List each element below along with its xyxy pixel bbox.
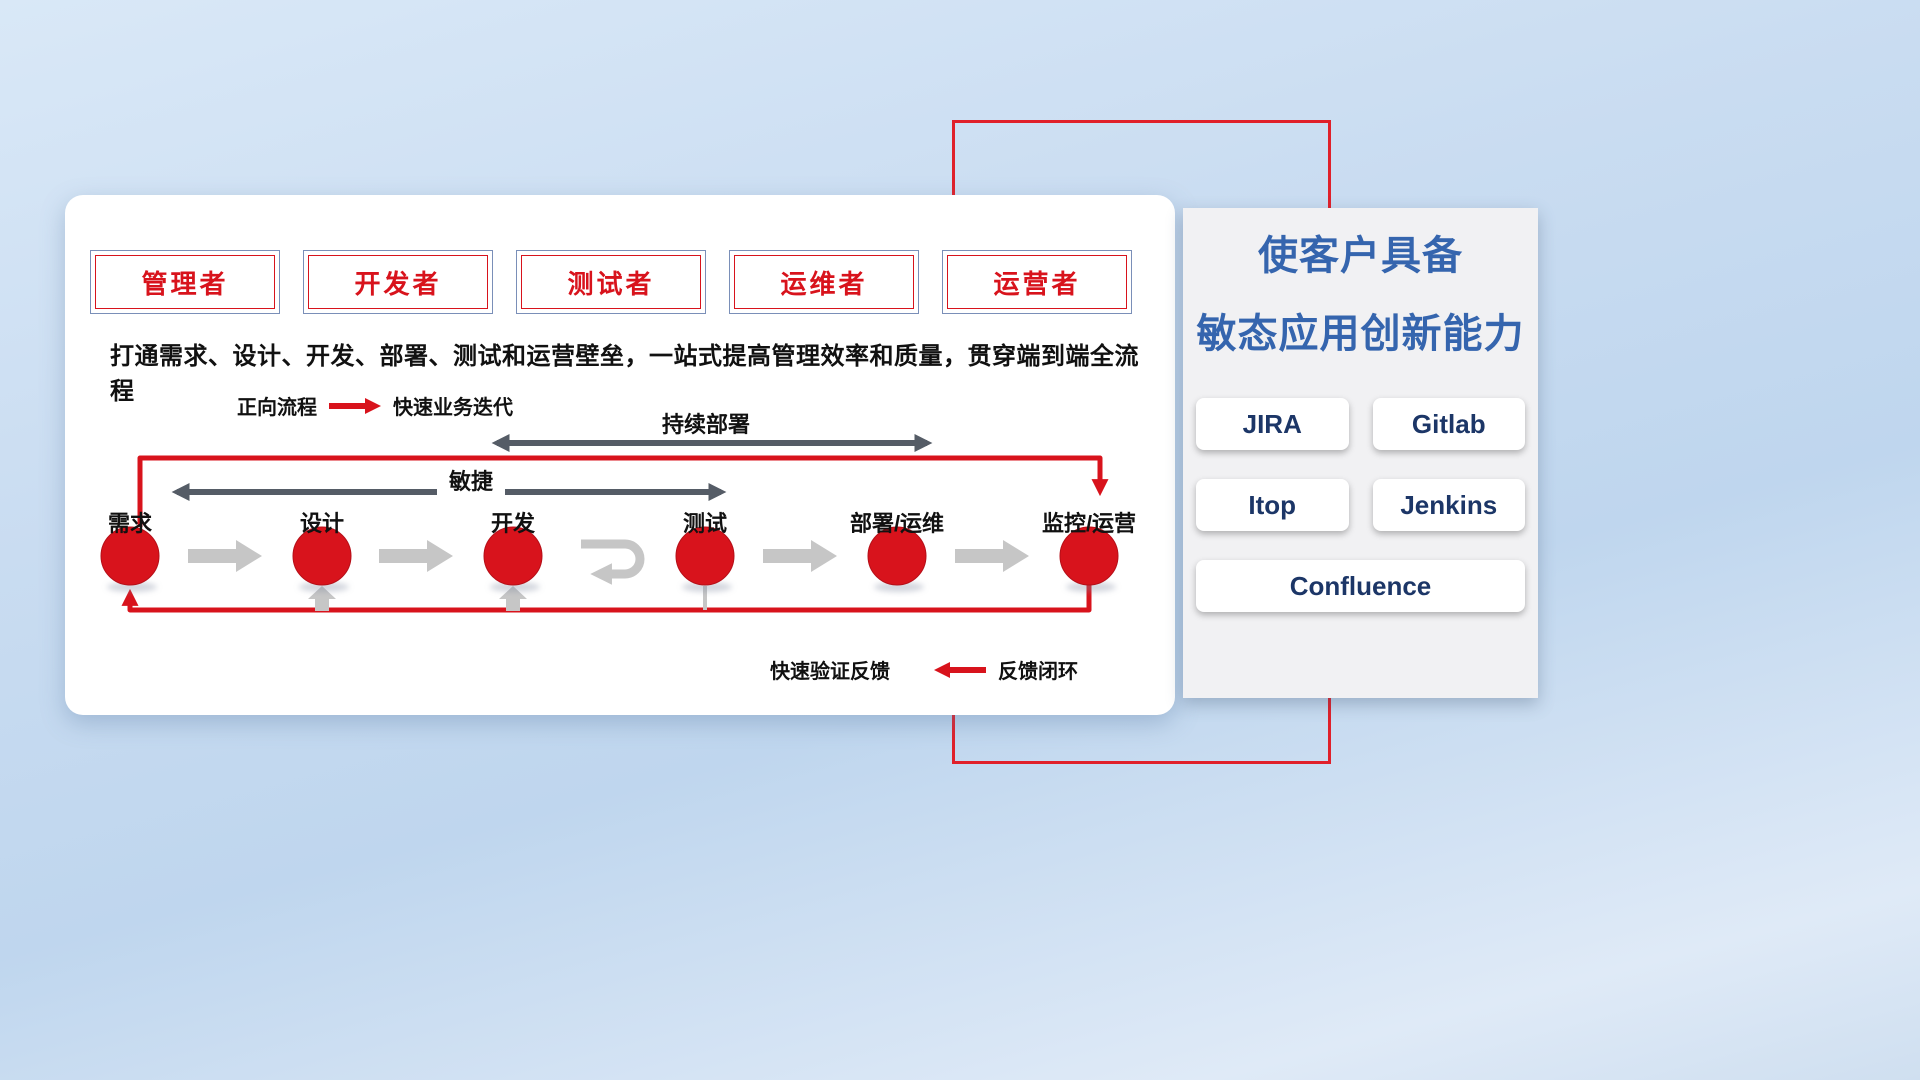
tool-jenkins: Jenkins [1372, 479, 1525, 531]
node-label-monitor-op: 监控/运营 [1041, 511, 1137, 536]
role-box-inner: 测试者 [521, 255, 701, 309]
forward-arrow-icon [329, 397, 381, 414]
node-label-deploy-ops: 部署/运维 [849, 511, 945, 536]
feedback-arrow-icon [934, 661, 986, 678]
forward-flow-desc: 快速业务迭代 [393, 397, 513, 419]
role-box-ops: 运维者 [729, 250, 919, 314]
devops-flow-card: 管理者 开发者 测试者 运维者 运营者 打通需求、设计、开发、部署、测试和运营壁… [65, 195, 1175, 715]
node-circle-development [483, 526, 543, 586]
feedback-label: 反馈闭环 [998, 661, 1078, 683]
tool-list: JIRA Gitlab Itop Jenkins Confluence [1183, 398, 1538, 612]
tool-gitlab: Gitlab [1372, 398, 1525, 450]
role-box-inner: 运营者 [947, 255, 1127, 309]
role-box-developer: 开发者 [303, 250, 493, 314]
role-box-operator: 运营者 [942, 250, 1132, 314]
feedback-note: 快速验证反馈 [770, 661, 890, 683]
forward-flow-legend: 正向流程 快速业务迭代 [237, 391, 513, 420]
role-label: 测试者 [567, 268, 655, 299]
feedback-loop-line [121, 585, 1092, 613]
role-row: 管理者 开发者 测试者 运维者 运营者 [90, 250, 1132, 314]
node-circle-requirements [100, 526, 160, 586]
role-label: 运营者 [993, 268, 1081, 299]
iterate-loop-icon [581, 539, 645, 585]
feedback-legend: 快速验证反馈 反馈闭环 [770, 655, 1078, 684]
step-arrow-icon [188, 540, 262, 572]
node-circle-design [292, 526, 352, 586]
tool-confluence: Confluence [1196, 560, 1525, 612]
agile-label: 敏捷 [437, 464, 505, 496]
node-circle-deploy-ops [867, 526, 927, 586]
forward-flow-label: 正向流程 [237, 397, 317, 419]
node-circle-monitor-op [1059, 526, 1119, 586]
node-label-design: 设计 [299, 511, 344, 536]
node-label-development: 开发 [490, 511, 535, 536]
subtitle: 打通需求、设计、开发、部署、测试和运营壁垒，一站式提高管理效率和质量，贯穿端到端… [110, 343, 1139, 405]
tool-jira: JIRA [1196, 398, 1349, 450]
role-box-inner: 运维者 [734, 255, 914, 309]
feedback-up-arrow-icon [499, 586, 527, 611]
step-arrow-icon [763, 540, 837, 572]
capability-panel: 使客户具备 敏态应用创新能力 JIRA Gitlab Itop Jenkins … [1183, 208, 1538, 698]
role-box-inner: 管理者 [95, 255, 275, 309]
node-circle-testing [675, 526, 735, 586]
node-label-requirements: 需求 [107, 511, 152, 536]
role-box-inner: 开发者 [308, 255, 488, 309]
step-arrow-icon [379, 540, 453, 572]
step-arrow-icon [955, 540, 1029, 572]
role-box-manager: 管理者 [90, 250, 280, 314]
forward-loop-line [137, 455, 1109, 527]
flow-diagram [100, 434, 1119, 613]
panel-title-line1: 使客户具备 [1258, 234, 1463, 278]
role-box-tester: 测试者 [516, 250, 706, 314]
feedback-up-arrow-icon [308, 586, 336, 611]
role-label: 运维者 [780, 268, 868, 299]
tool-itop: Itop [1196, 479, 1349, 531]
panel-title-line2: 敏态应用创新能力 [1196, 312, 1525, 356]
role-label: 管理者 [141, 268, 229, 299]
node-shadows [107, 582, 1116, 592]
continuous-deployment-label: 持续部署 [661, 412, 750, 437]
node-label-testing: 测试 [682, 511, 727, 536]
role-label: 开发者 [354, 268, 442, 299]
